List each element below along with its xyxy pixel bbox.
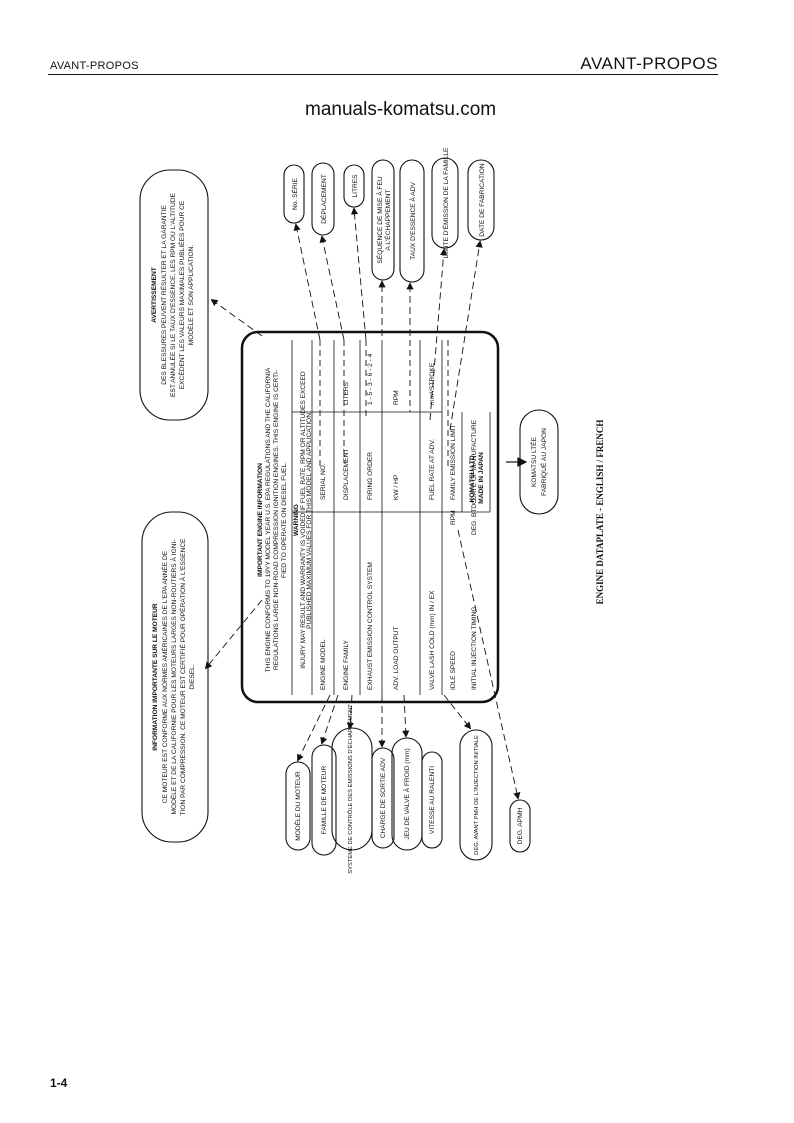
avertissement-line-2: EST ANNULÉE SI LE TAUX D'ESSENCE, LES RP…: [168, 192, 177, 397]
plate-row-stroke: mm³/STROKE: [429, 362, 436, 405]
header-right-title: AVANT-PROPOS: [580, 54, 718, 73]
callout-no-serie: [283, 164, 305, 224]
komatsu-callout-line-2: FABRIQUÉ AU JAPON: [539, 428, 548, 496]
callout-famille-moteur-label: FAMILLE DE MOTEUR: [321, 766, 328, 835]
plate-row-date-manufacture: DATE OF MANUFACTURE: [471, 419, 478, 500]
plate-maker: KOMATSU LTD.: [469, 453, 476, 502]
plate-row-family-emission: FAMILY EMISSION LIMIT: [450, 424, 457, 500]
plate-row-firing-order: FIRING ORDER: [367, 452, 374, 500]
callout-modele-moteur: [285, 761, 311, 851]
dataplate-outline: [240, 330, 500, 704]
callout-modele-moteur-label: MODÈLE DU MOTEUR: [293, 771, 302, 841]
callout-litres-label: LITRES: [352, 174, 359, 198]
plate-row-deg-btdc: DEG. BTDC: [471, 499, 478, 535]
information-line-4: DIESEL.: [189, 664, 196, 689]
callout-no-serie-label: No. SÉRIE: [290, 177, 299, 209]
information-line-2: MODÈLE ET DE LA CALIFORNIE POUR LES MOTE…: [169, 539, 178, 814]
plate-intro-line-2: REGULATIONS LARGE NON-ROAD COMPRESSION I…: [273, 370, 280, 670]
callout-information: [141, 511, 209, 843]
plate-row-adv-load-output: ADV. LOAD OUTPUT: [393, 626, 400, 690]
plate-intro-line-3: FIED TO OPERATE ON DIESEL FUEL.: [281, 462, 288, 578]
leader-no-serie: [293, 223, 321, 341]
callout-vitesse-ralenti-label: VITESSE AU RALENTI: [429, 766, 436, 834]
callout-systeme-controle-label: SYSTÈME DE CONTRÔLE DES ÉMISSIONS D'ÉCHA…: [347, 704, 354, 874]
avertissement-line-1: DES BLESSURES PEUVENT RÉSULTER ET LA GAR…: [159, 205, 168, 385]
plate-row-emission-control: EXHAUST EMISSION CONTROL SYSTEM: [367, 562, 374, 690]
plate-row-engine-model: ENGINE MODEL: [320, 639, 327, 690]
callout-charge-sortie-label: CHARGE DE SORTIE ADV: [380, 757, 387, 838]
callout-injection-initiale-label: DEG. AVANT PMH DE L'INJECTION INITIALE: [474, 735, 480, 855]
page-number: 1-4: [50, 1076, 68, 1090]
callout-date-label: DATE DE FABRICATION: [479, 163, 486, 237]
callout-sequence-label: SÉQUENCE DE MISE À FEU: [375, 176, 384, 263]
callout-deplacement-label: DÉPLACEMENT: [319, 174, 328, 223]
watermark: manuals-komatsu.com: [305, 99, 497, 120]
plate-row-idle-rpm: RPM: [450, 510, 457, 525]
plate-row-serial-no: SERIAL NO.: [320, 463, 327, 500]
information-line-1: CE MOTEUR EST CONFORME AUX NORMES AMÉRIC…: [160, 550, 169, 803]
callout-deplacement: [311, 162, 335, 236]
callout-vitesse-ralenti: [421, 751, 443, 849]
plate-row-displacement: DISPLACEMENT: [343, 449, 350, 500]
callout-litres: [343, 164, 365, 208]
plate-row-valve-lash: VALVE LASH COLD (mm) IN / EX: [429, 590, 436, 690]
figure-caption: ENGINE DATAPLATE - ENGLISH / FRENCH: [595, 420, 605, 605]
callout-date: [467, 159, 495, 241]
plate-row-firing-sequence: 1 - 5 - 3 - 6 - 2 - 4: [367, 353, 374, 405]
plate-made-in: MADE IN JAPAN: [478, 452, 485, 504]
plate-title: IMPORTANT ENGINE INFORMATION: [257, 463, 264, 577]
callout-famille-moteur: [311, 744, 337, 856]
callout-sequence: [371, 159, 395, 281]
callout-injection-initiale: [459, 729, 493, 861]
dataplate: [240, 330, 500, 704]
header-rule: [48, 74, 718, 75]
plate-row-liters: LITERS: [343, 381, 350, 405]
callout-avertissement: [139, 169, 209, 421]
plate-intro-line-1: THIS ENGINE CONFORMS TO 19YY MODEL YEAR …: [265, 367, 272, 672]
callout-taux: [399, 159, 425, 283]
callout-echappement-label: A L'ÉCHAPPEMENT: [383, 190, 392, 251]
plate-row-idle-speed: IDLE SPEED: [450, 651, 457, 690]
plate-row-engine-family: ENGINE FAMILY: [343, 639, 350, 690]
callout-jeu-valve-label: JEU DE VALVE À FROID (mm): [402, 748, 411, 839]
callout-charge-sortie: [371, 747, 395, 849]
plate-row-injection-timing: INITIAL INJECTION TIMING: [471, 606, 478, 690]
plate-row-fuel-rate: FUEL RATE AT ADV.: [429, 439, 436, 500]
plate-warning-title: WARNING: [293, 504, 300, 536]
callout-deg-apmh-label: DEG. APMH: [517, 807, 524, 844]
avertissement-line-3: EXCÈDENT LES VALEURS MAXIMALES PUBLIÉES …: [177, 200, 186, 389]
callout-limite-label: LIMITE D'ÉMISSION DE LA FAMILLE: [441, 147, 450, 258]
komatsu-callout-line-1: KOMATSU LTÉE: [529, 436, 538, 487]
information-line-3: TION PAR COMPRESSION. CE MOTEUR EST CERT…: [178, 538, 187, 816]
callout-deg-apmh: [509, 799, 531, 853]
plate-row-rpm: RPM: [393, 390, 400, 405]
plate-row-kw-hp: KW / HP: [393, 474, 400, 500]
plate-warning-line-2: PUBLISHED MAXIMUM VALUES FOR THIS MODEL …: [306, 411, 313, 629]
avertissement-title: AVERTISSEMENT: [151, 267, 158, 323]
information-title: INFORMATION IMPORTANTE SUR LE MOTEUR: [152, 603, 159, 751]
header-left-title: AVANT-PROPOS: [50, 60, 139, 72]
callout-taux-label: TAUX D'ESSENCE À ADV: [408, 182, 417, 260]
callout-limite: [431, 157, 459, 249]
avertissement-line-4: MODÈLE ET SON APPLICATION.: [186, 245, 195, 346]
plate-warning-line-1: INJURY MAY RESULT AND WARRANTY IS VOIDED…: [300, 371, 307, 669]
